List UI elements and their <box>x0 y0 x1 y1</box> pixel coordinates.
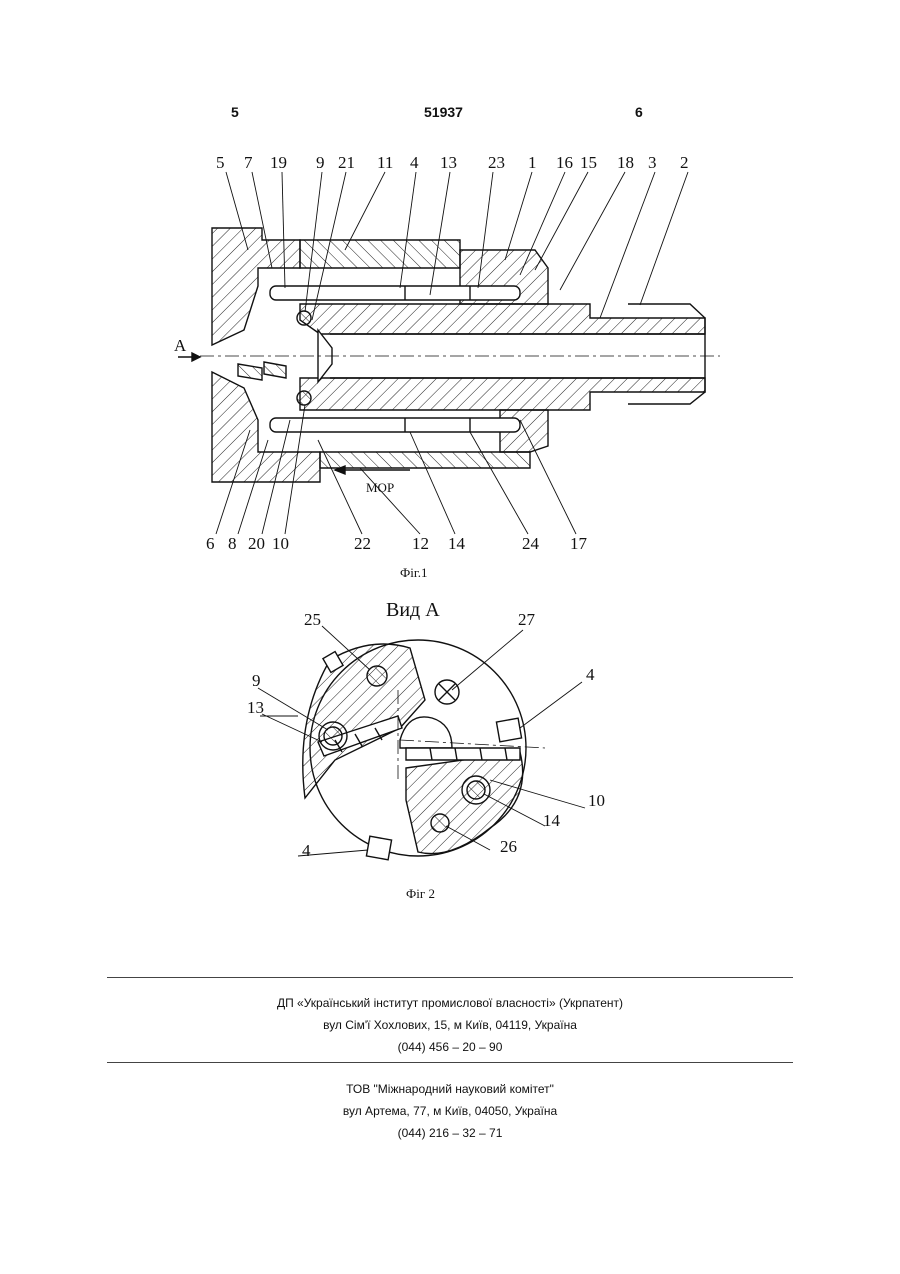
publisher-block-2: ТОВ "Міжнародний науковий комітет" вул А… <box>0 1078 900 1144</box>
divider-middle <box>107 1062 793 1063</box>
fig2-caption: Фіг 2 <box>406 886 435 901</box>
fig1-label: 5 <box>216 153 225 172</box>
fig1-label: 13 <box>440 153 457 172</box>
fig1-label: 15 <box>580 153 597 172</box>
fig1-label: 22 <box>354 534 371 553</box>
fig1-drawing <box>178 172 720 534</box>
fig2-label: 27 <box>518 610 536 629</box>
fig1-label: 2 <box>680 153 689 172</box>
fig1-label: 10 <box>272 534 289 553</box>
fig1-label: 11 <box>377 153 393 172</box>
fig2-label: 10 <box>588 791 605 810</box>
divider-top <box>107 977 793 978</box>
fig2-label: 4 <box>302 841 311 860</box>
fig1-label: 12 <box>412 534 429 553</box>
fig1-label: 1 <box>528 153 537 172</box>
fig1-label: 17 <box>570 534 588 553</box>
fig1-label: 23 <box>488 153 505 172</box>
fig1-label: 20 <box>248 534 265 553</box>
publisher-block-1: ДП «Український інститут промислової вла… <box>0 992 900 1058</box>
fig2-label: 9 <box>252 671 261 690</box>
fig1-label: 16 <box>556 153 573 172</box>
flow-label-mop: МОР <box>366 480 394 495</box>
fig2-drawing <box>258 626 585 860</box>
fig2-label: 26 <box>500 837 517 856</box>
publisher-1-name: ДП «Український інститут промислової вла… <box>0 992 900 1014</box>
fig1-label: 14 <box>448 534 466 553</box>
view-marker-a: А <box>174 336 187 355</box>
fig1-label: 3 <box>648 153 657 172</box>
fig1-label: 24 <box>522 534 540 553</box>
fig1-label: 19 <box>270 153 287 172</box>
fig2-label: 14 <box>543 811 561 830</box>
fig2-label: 25 <box>304 610 321 629</box>
fig1-caption: Фіг.1 <box>400 565 428 580</box>
fig1-label: 21 <box>338 153 355 172</box>
publisher-2-address: вул Артема, 77, м Київ, 04050, Україна <box>0 1100 900 1122</box>
publisher-2-phone: (044) 216 – 32 – 71 <box>0 1122 900 1144</box>
fig1-label: 18 <box>617 153 634 172</box>
fig1-label: 8 <box>228 534 237 553</box>
fig1-label: 4 <box>410 153 419 172</box>
publisher-1-address: вул Сім'ї Хохлових, 15, м Київ, 04119, У… <box>0 1014 900 1036</box>
publisher-2-name: ТОВ "Міжнародний науковий комітет" <box>0 1078 900 1100</box>
fig2-label: 13 <box>247 698 264 717</box>
fig1-label: 9 <box>316 153 325 172</box>
fig2-title: Вид А <box>386 599 440 621</box>
publisher-1-phone: (044) 456 – 20 – 90 <box>0 1036 900 1058</box>
fig1-label: 6 <box>206 534 215 553</box>
fig1-label: 7 <box>244 153 253 172</box>
fig2-label: 4 <box>586 665 595 684</box>
